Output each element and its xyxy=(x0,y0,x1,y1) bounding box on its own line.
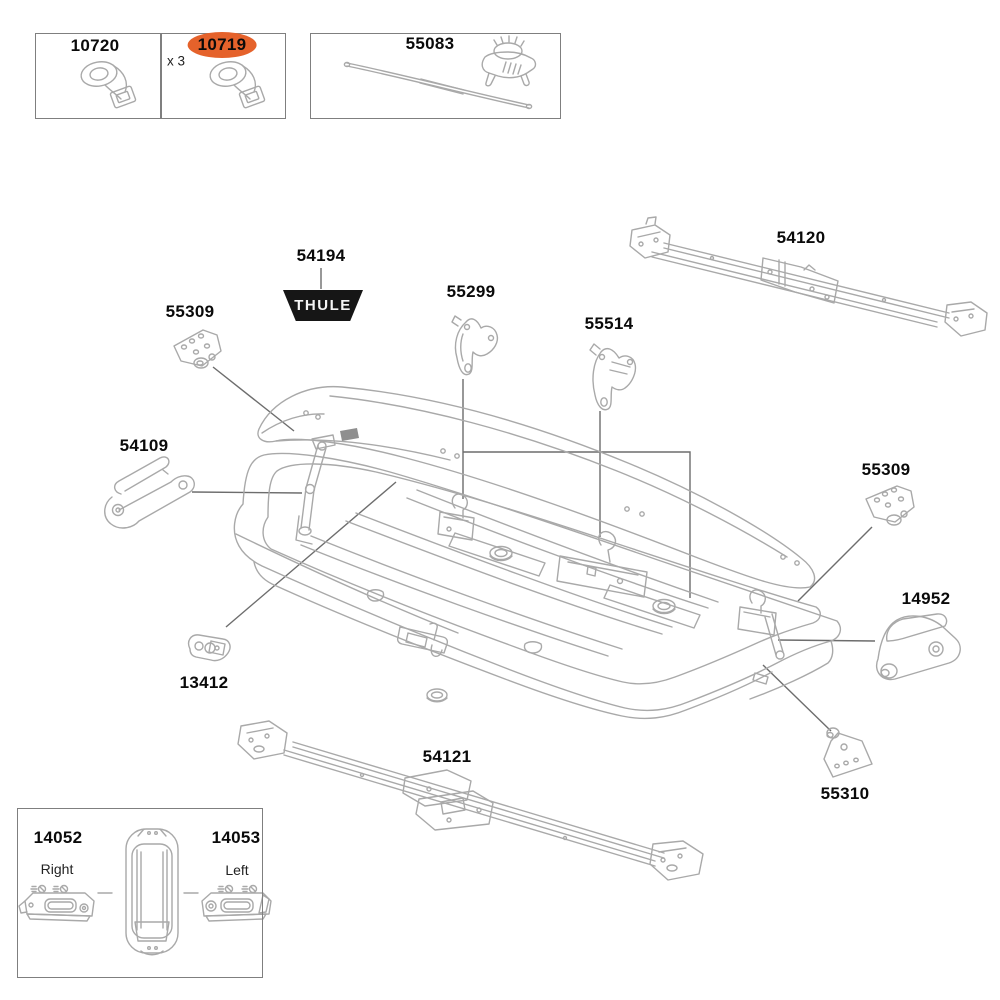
part-label-55310[interactable]: 55310 xyxy=(820,784,870,803)
tensioner-drawing-14952 xyxy=(876,613,961,681)
thule-badge-text: THULE xyxy=(294,297,352,314)
lid-stay-drawing-54109 xyxy=(104,456,195,529)
endcap-kit-panel xyxy=(17,808,263,978)
part-label-54121[interactable]: 54121 xyxy=(422,747,472,766)
bracket-drawing-55309-right xyxy=(865,485,915,526)
box-top-view-drawing xyxy=(97,828,199,956)
rod-kit-panel xyxy=(310,33,561,119)
part-label-55083[interactable]: 55083 xyxy=(405,34,455,53)
lifter-drawing-55299 xyxy=(451,315,499,376)
panel-divider xyxy=(160,34,162,118)
thule-badge: THULE xyxy=(283,290,363,321)
part-label-55299[interactable]: 55299 xyxy=(446,282,496,301)
tension-rod-drawing xyxy=(343,61,533,110)
part-label-54194[interactable]: 54194 xyxy=(296,246,346,265)
knob-drawings xyxy=(426,545,676,703)
part-label-13412[interactable]: 13412 xyxy=(179,673,229,692)
part-label-14952[interactable]: 14952 xyxy=(901,589,951,608)
endcap-drawing-14053 xyxy=(201,884,272,922)
latch-rear-drawing xyxy=(556,530,648,598)
side-label-left: Left xyxy=(225,862,249,878)
bracket-drawing-55310 xyxy=(823,727,873,778)
lock-plate-drawing-13412 xyxy=(187,634,231,662)
crossbar-front-drawing xyxy=(237,720,704,881)
crossbar-rear-drawing xyxy=(629,216,988,337)
leader-lines xyxy=(191,268,876,732)
side-label-right: Right xyxy=(40,861,74,877)
quantity-note: x 3 xyxy=(166,53,186,69)
latch-right-drawing xyxy=(737,589,785,660)
part-label-55514[interactable]: 55514 xyxy=(584,314,634,333)
bracket-drawing-55309-left xyxy=(173,329,222,369)
cargo-box-drawing xyxy=(233,385,842,720)
part-label-10720[interactable]: 10720 xyxy=(70,36,120,55)
lid-logo-plate xyxy=(340,428,359,441)
front-latch-plates-drawing xyxy=(366,589,543,657)
part-label-10719-highlighted[interactable]: 10719 xyxy=(187,32,257,58)
part-label-54109[interactable]: 54109 xyxy=(119,436,169,455)
lid-stay-installed-drawing xyxy=(295,434,336,545)
part-label-55309-right[interactable]: 55309 xyxy=(861,460,911,479)
part-label-14052[interactable]: 14052 xyxy=(33,828,83,847)
part-label-54120[interactable]: 54120 xyxy=(776,228,826,247)
endcap-drawing-14052 xyxy=(18,884,95,922)
part-label-55309-left[interactable]: 55309 xyxy=(165,302,215,321)
part-label-14053[interactable]: 14053 xyxy=(211,828,261,847)
rod-clamp-icon xyxy=(481,35,537,87)
strap-kit-panel xyxy=(35,33,286,119)
latch-front-drawing xyxy=(437,493,475,541)
lifter-drawing-55514 xyxy=(589,343,637,411)
